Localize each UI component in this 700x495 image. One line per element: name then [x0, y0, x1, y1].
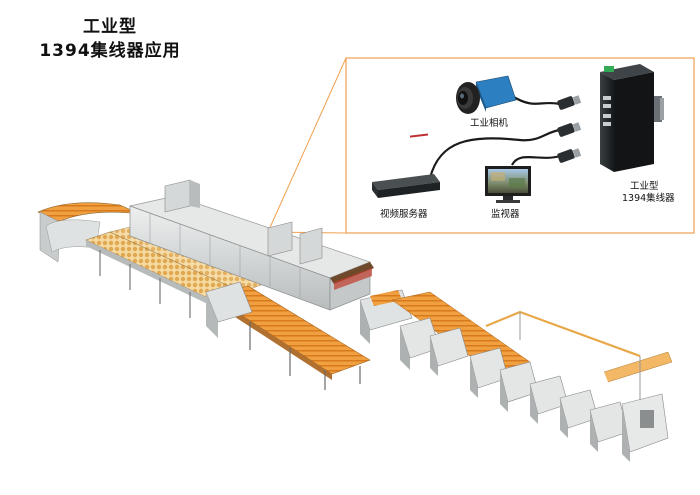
hub-label-line1: 工业型 [630, 181, 659, 192]
monitor-label: 监视器 [491, 209, 520, 220]
server-label: 视频服务器 [380, 209, 428, 220]
hub-label-line2: 1394集线器 [622, 193, 675, 204]
cable-connectors [557, 95, 582, 163]
cables [428, 95, 561, 179]
page-title-line2: 1394集线器应用 [39, 41, 181, 61]
camera-icon [456, 75, 517, 114]
page-title-line1: 工业型 [83, 17, 137, 37]
hub-1394-icon [600, 64, 664, 172]
callout-lines [267, 57, 347, 234]
camera-label: 工业相机 [470, 118, 509, 129]
monitor-icon [485, 166, 531, 203]
production-line [37, 179, 673, 462]
video-server-icon [372, 133, 440, 198]
